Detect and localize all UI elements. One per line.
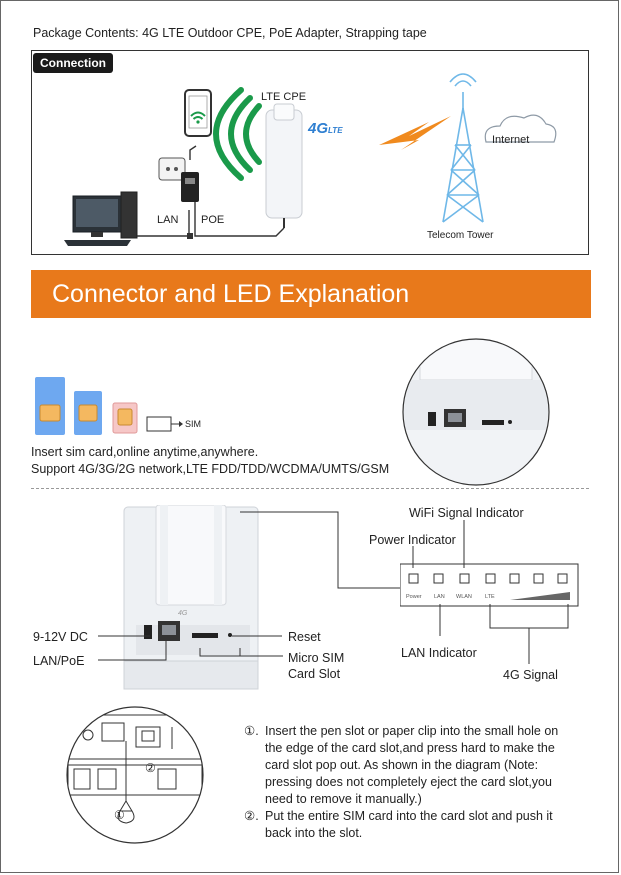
section-banner [31,270,591,318]
sim-card-standard-icon [35,377,65,435]
card-slot-zoom [66,706,204,844]
led-label-power: Power [406,594,422,600]
led-panel [400,563,579,607]
computer-icon [64,191,138,246]
poe-adapter-icon [158,157,199,202]
smartphone-icon [184,89,212,137]
poe-label: POE [201,214,225,226]
dc-port-icon [428,412,436,426]
sim-line-2: Support 4G/3G/2G network,LTE FDD/TDD/WCD… [31,462,390,476]
device-badge: 4G [178,610,188,617]
power-led-icon [408,573,419,584]
dc-port-label: 9-12V DC [33,630,88,644]
instruction-2-number: ②. [244,809,259,823]
badge-4g: 4GLTE [308,120,343,137]
marker-1: ① [114,808,125,822]
lightning-icon [379,116,451,150]
led-label-wlan: WLAN [456,594,472,600]
telecom-tower-icon [442,73,484,223]
sim-card-nano-icon [112,402,138,434]
reset-label: Reset [288,630,321,644]
micro-sim-label-2: Card Slot [288,667,341,681]
sim-card-micro-icon [74,391,102,435]
lte-cpe-label: LTE CPE [261,91,307,103]
device-bottom-zoom [402,338,550,486]
wifi-signal-indicator-label: WiFi Signal Indicator [409,506,524,520]
lan-led-icon [433,573,444,584]
marker-2: ② [145,761,156,775]
signal-led-1-icon [509,573,520,584]
package-contents: Package Contents: 4G LTE Outdoor CPE, Po… [33,26,427,40]
micro-sim-label-1: Micro SIM [288,651,345,665]
signal-led-3-icon [557,573,568,584]
lte-led-icon [485,573,496,584]
sim-line-1: Insert sim card,online anytime,anywhere. [31,445,259,459]
wlan-led-icon [459,573,470,584]
reset-hole-icon [508,420,512,424]
dashed-divider [31,488,589,489]
wifi-waves-icon [213,87,262,181]
instruction-2-text: Put the entire SIM card into the card sl… [265,809,553,840]
signal-led-2-icon [533,573,544,584]
connection-diagram [64,73,557,246]
telecom-tower-label: Telecom Tower [427,230,494,241]
sim-cards-graphic [35,377,183,435]
power-indicator-label: Power Indicator [369,533,456,547]
lte-cpe-device [265,103,303,228]
signal-4g-label: 4G Signal [503,668,558,682]
led-label-lte: LTE [485,594,495,600]
internet-label: Internet [492,134,530,146]
lan-label: LAN [157,214,179,226]
cloud-icon [484,114,557,143]
sim-label: SIM [185,419,202,429]
lan-indicator-label: LAN Indicator [401,646,477,660]
instruction-1-text: Insert the pen slot or paper clip into t… [265,724,559,806]
signal-strength-icon [510,592,570,600]
device-front-view: 4G [123,505,259,690]
micro-sim-slot-icon [482,420,504,425]
section-title: Connector and LED Explanation [52,280,410,308]
led-label-lan: LAN [434,594,445,600]
connection-tag: Connection [33,53,113,73]
sim-card-outline-icon [146,416,183,432]
instruction-1-number: ①. [244,724,259,738]
connection-panel [31,50,589,255]
lan-poe-port-label: LAN/PoE [33,654,85,668]
